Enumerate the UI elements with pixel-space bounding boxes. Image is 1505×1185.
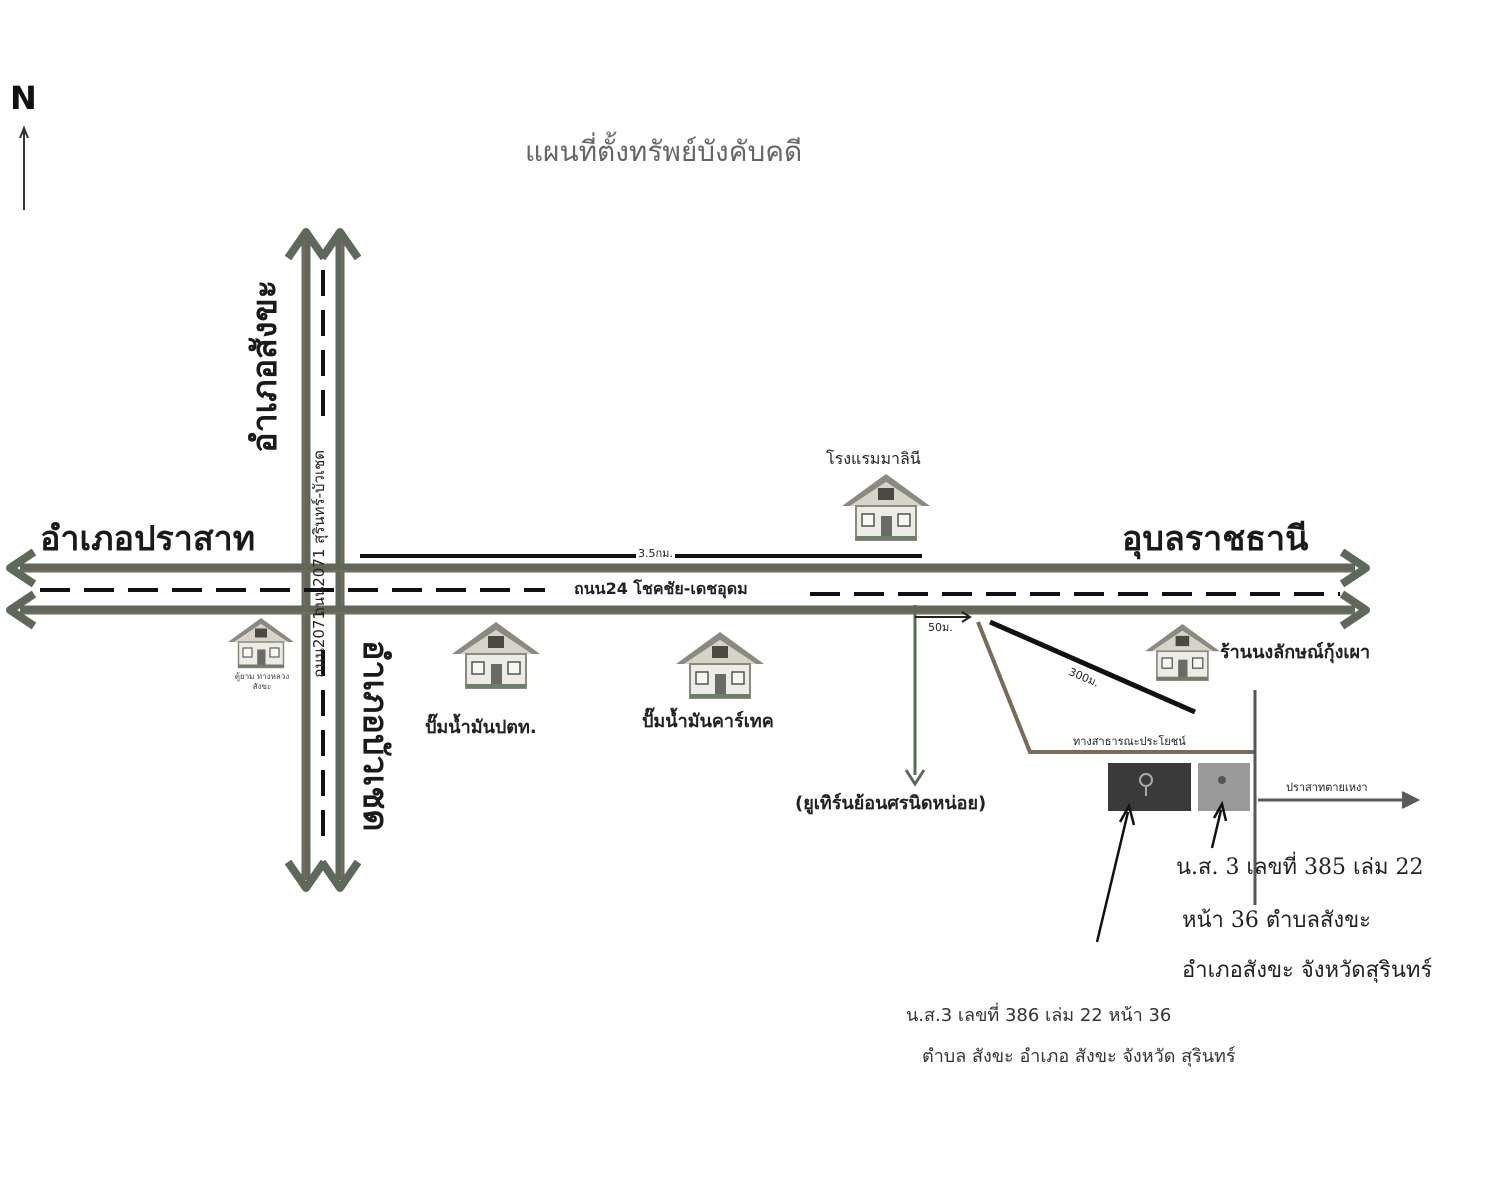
distance-3-5km: 3.5กม. (636, 547, 675, 560)
north-arrow-icon (19, 125, 29, 210)
parcel-386-line2: ตำบล สังขะ อำเภอ สังขะ จังหวัด สุรินทร์ (922, 1046, 1236, 1067)
u-turn-label: (ยูเทิร์นย้อนศรนิดหน่อย) (795, 793, 987, 814)
u-turn-road (904, 605, 972, 787)
side-road-label: ปราสาทตายเหงา (1286, 781, 1368, 794)
parcel-pointer-arrows (1095, 800, 1228, 943)
road-2071 (284, 228, 362, 892)
parcel-385-line3: อำเภอสังขะ จังหวัดสุรินทร์ (1182, 958, 1433, 983)
shop-icon (1144, 623, 1221, 681)
distance-50m: 50ม. (928, 621, 953, 634)
map-title: แผนที่ตั้งทรัพย์บังคับคดี (525, 135, 803, 168)
highway-24 (6, 548, 1370, 630)
police-box-label: ตู้ยาม ทางหลวง สังขะ (234, 672, 290, 691)
parcel-386 (1108, 763, 1191, 811)
hotel-label: โรงแรมมาลินี (826, 449, 921, 468)
place-north: อำเภอสังขะ (245, 280, 285, 453)
shop-label: ร้านนงลักษณ์กุ้งเผา (1220, 642, 1371, 663)
caltex-station-icon (675, 631, 765, 699)
road-2071-label-upper: ถนน2071 สุรินทร์-บัวเชด (310, 450, 328, 617)
place-east: อุบลราชธานี (1122, 519, 1309, 559)
police-box-icon (227, 617, 295, 669)
public-way-label: ทางสาธารณะประโยชน์ (1073, 735, 1186, 748)
parcel-385-line2: หน้า 36 ตำบลสังขะ (1182, 908, 1371, 933)
road-2071-label-lower: ถนน2071 (310, 610, 328, 678)
parcel-385-line1: น.ส. 3 เลขที่ 385 เล่ม 22 (1176, 855, 1424, 880)
highway-24-label: ถนน24 โชคชัย-เดชอุดม (574, 579, 748, 598)
ptt-station-icon (451, 621, 541, 689)
place-west: อำเภอปราสาท (40, 519, 256, 559)
parcel-385 (1198, 763, 1250, 811)
caltex-label: ปั๊มน้ำมันคาร์เทค (642, 711, 774, 732)
hotel-icon (841, 473, 931, 541)
north-label: N (10, 79, 37, 117)
parcel-386-line1: น.ส.3 เลขที่ 386 เล่ม 22 หน้า 36 (906, 1005, 1172, 1026)
place-south: อำเภอบัวเชด (355, 640, 395, 832)
public-way (976, 619, 1421, 905)
ptt-label: ปั๊มน้ำมันปตท. (425, 717, 537, 738)
